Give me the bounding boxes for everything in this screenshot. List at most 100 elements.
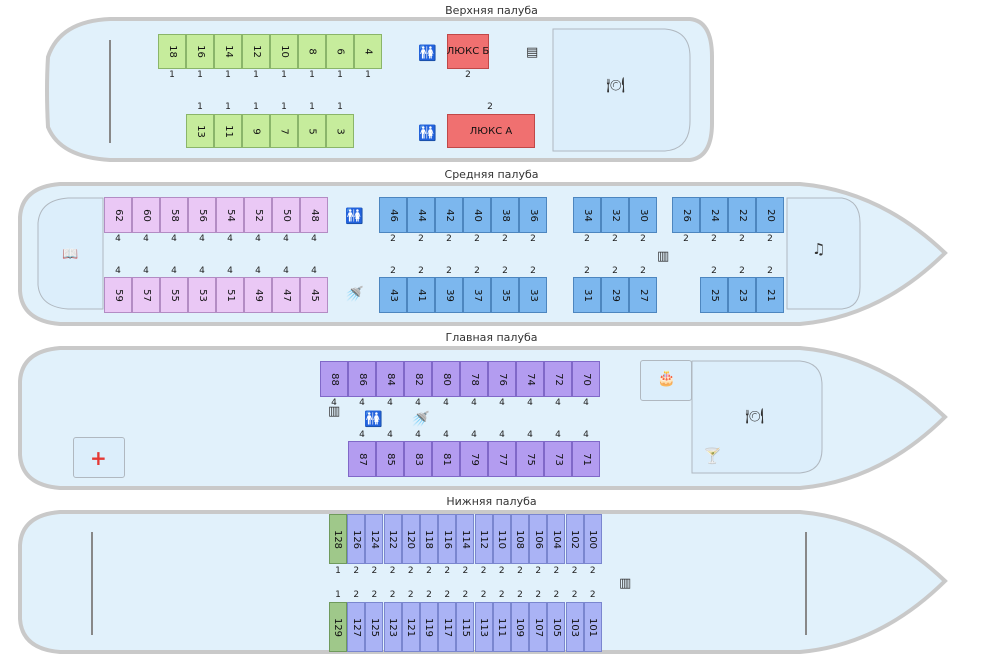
cabin-41[interactable]: 41 [407, 277, 435, 313]
cabin-125[interactable]: 125 [365, 602, 384, 652]
cabin-111[interactable]: 111 [492, 602, 511, 652]
cabin-51[interactable]: 51 [216, 277, 244, 313]
cabin-116[interactable]: 116 [438, 514, 457, 564]
cabin-128[interactable]: 128 [329, 514, 347, 564]
cabin-126[interactable]: 126 [347, 514, 366, 564]
cabin-40[interactable]: 40 [463, 197, 491, 233]
cabin-71[interactable]: 71 [572, 441, 600, 477]
cabin-84[interactable]: 84 [376, 361, 404, 397]
cabin-11[interactable]: 11 [214, 114, 242, 148]
cabin-83[interactable]: 83 [404, 441, 432, 477]
cabin-102[interactable]: 102 [565, 514, 584, 564]
cabin-122[interactable]: 122 [383, 514, 402, 564]
cabin-9[interactable]: 9 [242, 114, 270, 148]
cabin-82[interactable]: 82 [404, 361, 432, 397]
cabin-46[interactable]: 46 [379, 197, 407, 233]
cabin-112[interactable]: 112 [474, 514, 493, 564]
cabin-124[interactable]: 124 [365, 514, 384, 564]
cabin-25[interactable]: 25 [700, 277, 728, 313]
cabin-123[interactable]: 123 [383, 602, 402, 652]
cabin-30[interactable]: 30 [629, 197, 657, 233]
cabin-45[interactable]: 45 [300, 277, 328, 313]
cabin-24[interactable]: 24 [700, 197, 728, 233]
cabin-88[interactable]: 88 [320, 361, 348, 397]
cabin-31[interactable]: 31 [573, 277, 601, 313]
cabin-35[interactable]: 35 [491, 277, 519, 313]
cabin-21[interactable]: 21 [756, 277, 784, 313]
cabin-34[interactable]: 34 [573, 197, 601, 233]
cabin-36[interactable]: 36 [519, 197, 547, 233]
cabin-105[interactable]: 105 [547, 602, 566, 652]
cabin-107[interactable]: 107 [529, 602, 548, 652]
cabin-27[interactable]: 27 [629, 277, 657, 313]
cabin-73[interactable]: 73 [544, 441, 572, 477]
cabin-56[interactable]: 56 [188, 197, 216, 233]
cabin-62[interactable]: 62 [104, 197, 132, 233]
cabin-59[interactable]: 59 [104, 277, 132, 313]
cabin-43[interactable]: 43 [379, 277, 407, 313]
cabin-3[interactable]: 3 [326, 114, 354, 148]
cabin-8[interactable]: 8 [298, 34, 326, 69]
cabin-37[interactable]: 37 [463, 277, 491, 313]
cabin-32[interactable]: 32 [601, 197, 629, 233]
cabin-38[interactable]: 38 [491, 197, 519, 233]
cabin-47[interactable]: 47 [272, 277, 300, 313]
cabin-120[interactable]: 120 [401, 514, 420, 564]
cabin-118[interactable]: 118 [420, 514, 438, 564]
cabin-55[interactable]: 55 [160, 277, 188, 313]
cabin-103[interactable]: 103 [565, 602, 584, 652]
cabin-13[interactable]: 13 [186, 114, 214, 148]
cabin-113[interactable]: 113 [474, 602, 493, 652]
cabin-18[interactable]: 18 [158, 34, 186, 69]
cabin-39[interactable]: 39 [435, 277, 463, 313]
cabin-87[interactable]: 87 [348, 441, 376, 477]
cabin-78[interactable]: 78 [460, 361, 488, 397]
cabin-79[interactable]: 79 [460, 441, 488, 477]
cabin-115[interactable]: 115 [456, 602, 475, 652]
cabin-127[interactable]: 127 [347, 602, 366, 652]
cabin-75[interactable]: 75 [516, 441, 544, 477]
cabin-58[interactable]: 58 [160, 197, 188, 233]
cabin-109[interactable]: 109 [511, 602, 529, 652]
cabin-49[interactable]: 49 [244, 277, 272, 313]
cabin-77[interactable]: 77 [488, 441, 516, 477]
cabin-42[interactable]: 42 [435, 197, 463, 233]
cabin-22[interactable]: 22 [728, 197, 756, 233]
cabin-12[interactable]: 12 [242, 34, 270, 69]
cabin-lux-b[interactable]: ЛЮКС Б [447, 34, 489, 69]
cabin-85[interactable]: 85 [376, 441, 404, 477]
cabin-23[interactable]: 23 [728, 277, 756, 313]
cabin-110[interactable]: 110 [492, 514, 511, 564]
cabin-70[interactable]: 70 [572, 361, 600, 397]
cabin-100[interactable]: 100 [583, 514, 602, 564]
cabin-52[interactable]: 52 [244, 197, 272, 233]
cabin-74[interactable]: 74 [516, 361, 544, 397]
cabin-76[interactable]: 76 [488, 361, 516, 397]
cabin-129[interactable]: 129 [329, 602, 347, 652]
cabin-50[interactable]: 50 [272, 197, 300, 233]
cabin-lux-a[interactable]: ЛЮКС А [447, 114, 535, 148]
cabin-48[interactable]: 48 [300, 197, 328, 233]
cabin-121[interactable]: 121 [401, 602, 420, 652]
cabin-81[interactable]: 81 [432, 441, 460, 477]
cabin-117[interactable]: 117 [438, 602, 457, 652]
cabin-104[interactable]: 104 [547, 514, 566, 564]
cabin-54[interactable]: 54 [216, 197, 244, 233]
cabin-7[interactable]: 7 [270, 114, 298, 148]
cabin-57[interactable]: 57 [132, 277, 160, 313]
cabin-6[interactable]: 6 [326, 34, 354, 69]
cabin-26[interactable]: 26 [672, 197, 700, 233]
cabin-29[interactable]: 29 [601, 277, 629, 313]
cabin-114[interactable]: 114 [456, 514, 475, 564]
cabin-20[interactable]: 20 [756, 197, 784, 233]
cabin-44[interactable]: 44 [407, 197, 435, 233]
cabin-101[interactable]: 101 [583, 602, 602, 652]
cabin-60[interactable]: 60 [132, 197, 160, 233]
cabin-119[interactable]: 119 [420, 602, 438, 652]
cabin-86[interactable]: 86 [348, 361, 376, 397]
cabin-72[interactable]: 72 [544, 361, 572, 397]
cabin-14[interactable]: 14 [214, 34, 242, 69]
cabin-16[interactable]: 16 [186, 34, 214, 69]
cabin-108[interactable]: 108 [511, 514, 529, 564]
cabin-106[interactable]: 106 [529, 514, 548, 564]
